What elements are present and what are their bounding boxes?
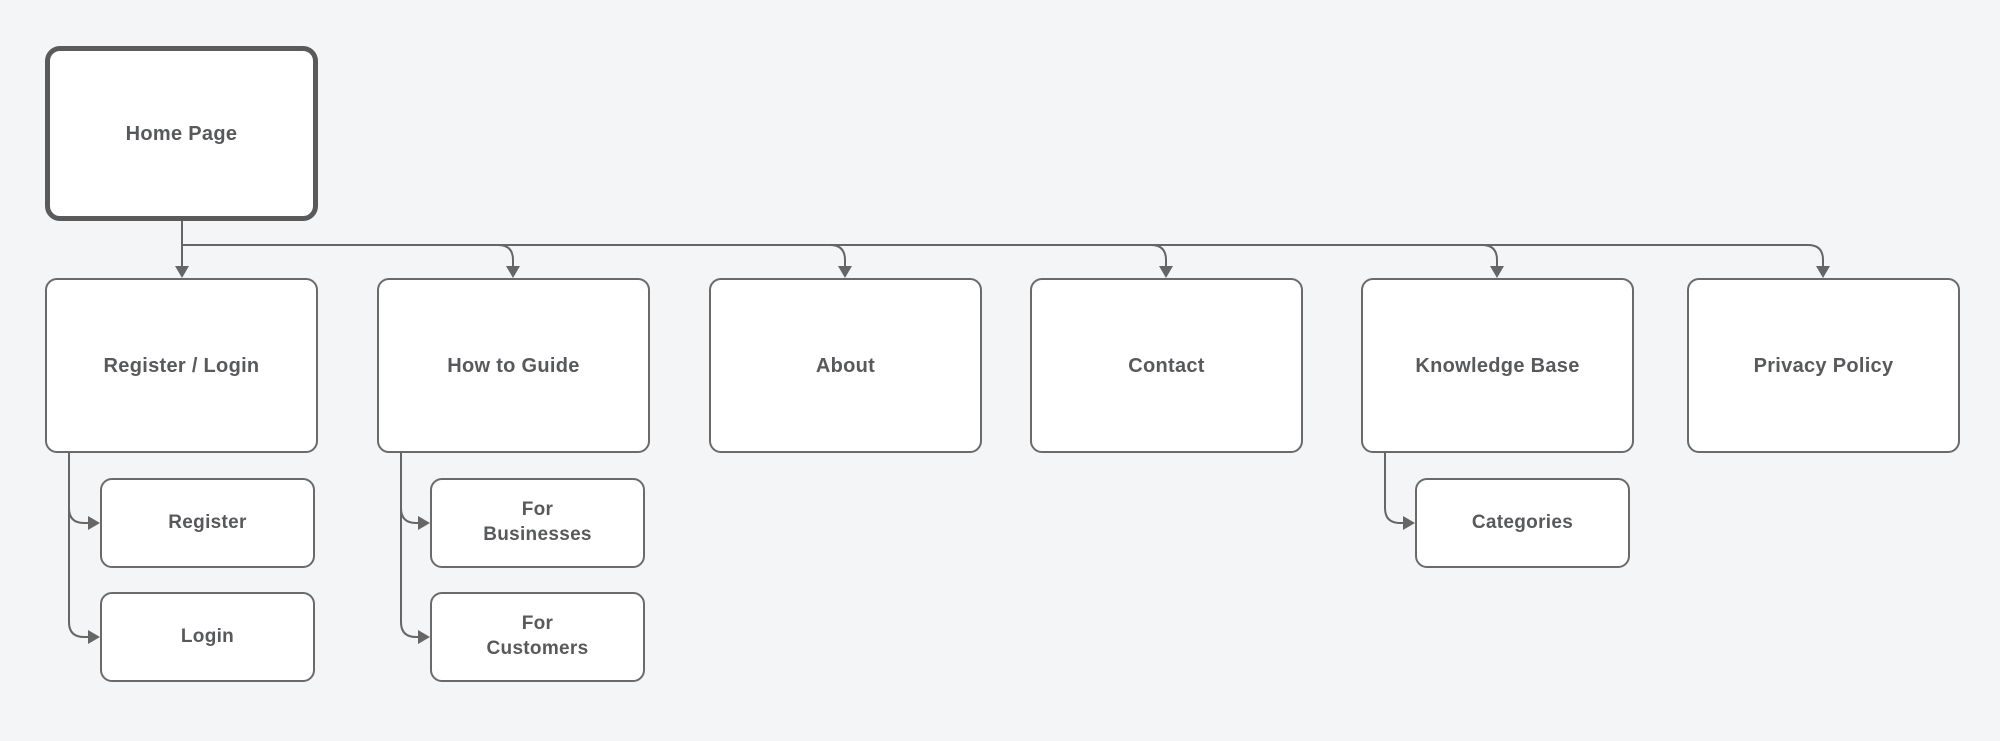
node-label: Categories [1471, 511, 1574, 533]
arrowhead-right-for-customers [418, 630, 430, 644]
node-label: Privacy Policy [1753, 354, 1894, 377]
arrowhead-down-about [838, 266, 852, 278]
node-register[interactable]: Register [100, 478, 315, 568]
node-for-customers[interactable]: For Customers [430, 592, 645, 682]
edge-trunk-horizontal [182, 244, 1824, 268]
edge-trunk-to-about [829, 244, 846, 268]
arrowhead-down-how-to-guide [506, 266, 520, 278]
edge-how-to-guide-children [400, 453, 422, 638]
node-label: Knowledge Base [1415, 354, 1580, 377]
node-login[interactable]: Login [100, 592, 315, 682]
edge-trunk-to-contact [1150, 244, 1167, 268]
node-register-login[interactable]: Register / Login [45, 278, 318, 453]
node-label: Home Page [125, 122, 238, 145]
edge-knowledge-base-children [1384, 453, 1407, 524]
node-categories[interactable]: Categories [1415, 478, 1630, 568]
edge-trunk-to-how-to-guide [497, 244, 514, 268]
node-label: About [815, 354, 876, 377]
arrowhead-right-for-businesses [418, 516, 430, 530]
arrowhead-down-privacy-policy [1816, 266, 1830, 278]
edge-trunk-to-knowledge-base [1481, 244, 1498, 268]
node-label: Register / Login [103, 354, 260, 377]
node-contact[interactable]: Contact [1030, 278, 1303, 453]
node-how-to-guide[interactable]: How to Guide [377, 278, 650, 453]
node-label: Login [180, 625, 235, 647]
node-for-businesses[interactable]: For Businesses [430, 478, 645, 568]
node-home-page[interactable]: Home Page [45, 46, 318, 221]
node-label: Contact [1128, 354, 1205, 377]
node-privacy-policy[interactable]: Privacy Policy [1687, 278, 1960, 453]
arrowhead-right-register [88, 516, 100, 530]
edge-register-login-children [68, 453, 90, 638]
arrowhead-down-knowledge-base [1490, 266, 1504, 278]
node-knowledge-base[interactable]: Knowledge Base [1361, 278, 1634, 453]
arrowhead-right-categories [1403, 516, 1415, 530]
node-label: For Businesses [483, 499, 592, 545]
arrowhead-right-login [88, 630, 100, 644]
node-about[interactable]: About [709, 278, 982, 453]
node-label: Register [168, 511, 247, 533]
node-label: How to Guide [447, 354, 580, 377]
arrowhead-down-contact [1159, 266, 1173, 278]
arrowhead-down-register-login [175, 266, 189, 278]
node-label: For Customers [486, 613, 589, 659]
